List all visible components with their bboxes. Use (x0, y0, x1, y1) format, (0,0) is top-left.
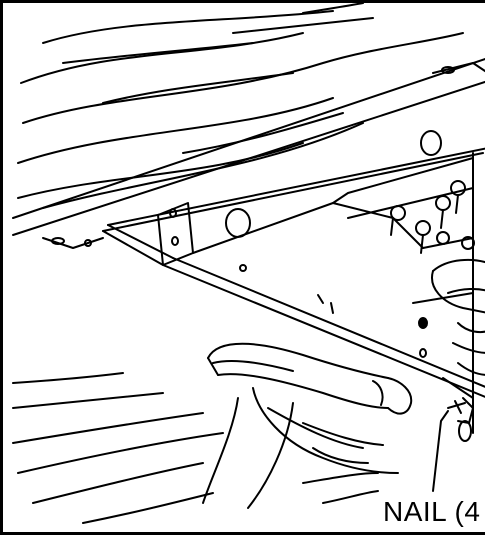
nail (447, 397, 474, 442)
leader-line (432, 410, 449, 492)
hand (431, 258, 485, 376)
screws (390, 180, 475, 254)
bracket-holes (51, 66, 455, 358)
hammer (202, 342, 413, 509)
installation-illustration (12, 3, 485, 524)
floor-wood-grain (12, 372, 379, 524)
ceiling-edge (12, 57, 485, 236)
ceiling-wood-grain (17, 3, 464, 209)
nail-callout-label: NAIL (4 (381, 495, 483, 529)
